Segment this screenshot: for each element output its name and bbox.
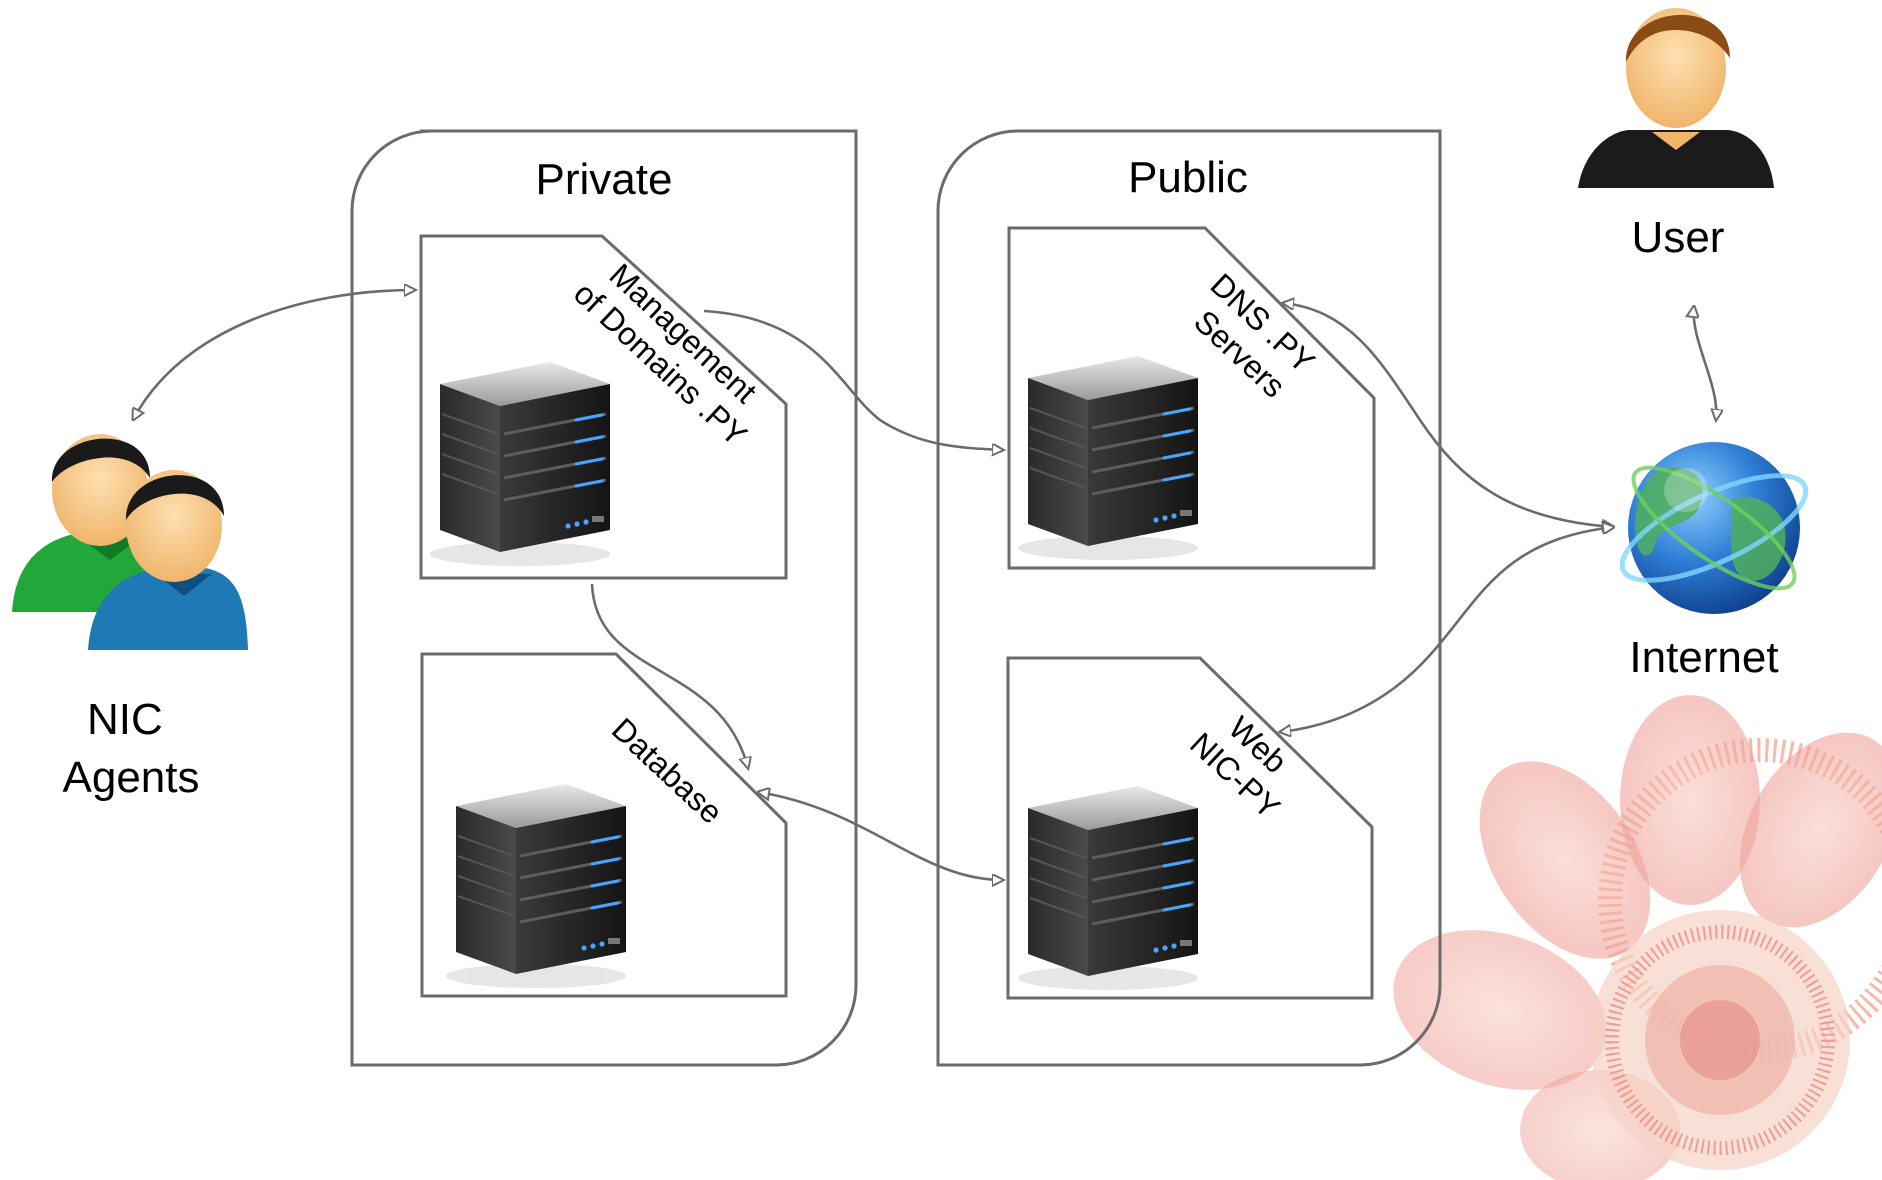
nic-agents-label: NIC Agents — [63, 695, 200, 802]
private-zone — [350, 129, 858, 1067]
link-internet-web — [1280, 527, 1614, 732]
flower-ornament — [1393, 695, 1882, 1180]
internet-label: Internet — [1629, 633, 1778, 682]
link-management-dns — [703, 309, 1003, 450]
link-user-internet — [1694, 306, 1717, 420]
private-zone-label: Private — [536, 155, 673, 204]
link-agents-management — [133, 290, 415, 420]
users-group-icon — [12, 434, 248, 650]
link-database-web — [758, 792, 1003, 880]
user-icon — [1578, 8, 1774, 188]
public-zone — [936, 129, 1442, 1067]
user-label: User — [1632, 213, 1725, 262]
globe-icon — [1619, 442, 1809, 614]
link-internet-dns — [1283, 303, 1614, 527]
public-zone-label: Public — [1128, 153, 1248, 202]
link-management-database — [590, 583, 748, 768]
